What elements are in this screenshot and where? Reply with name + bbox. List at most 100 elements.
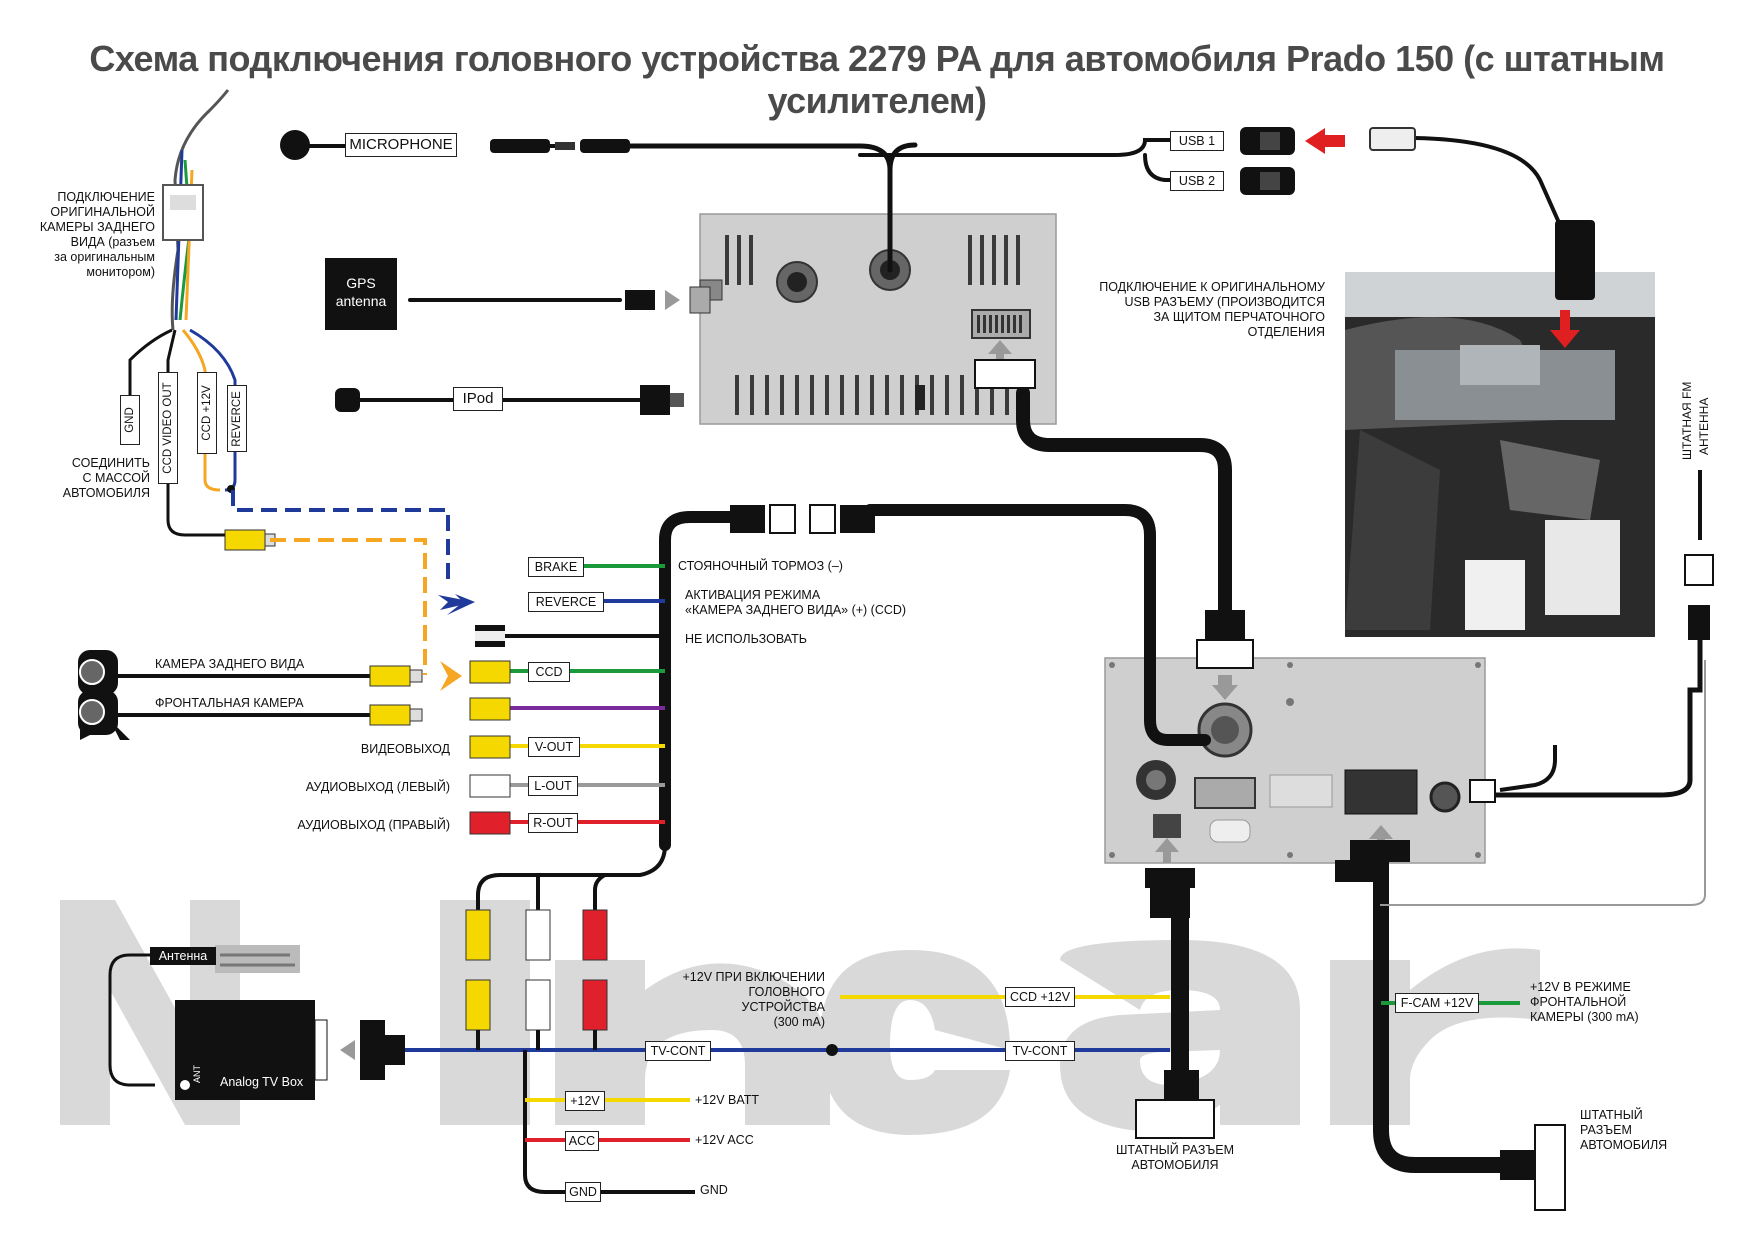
camera-note: ПОДКЛЮЧЕНИЕ ОРИГИНАЛЬНОЙ КАМЕРЫ ЗАДНЕГО …	[30, 190, 155, 280]
ccd-video-out-label: CCD VIDEO OUT	[158, 372, 178, 484]
microphone-label: MICROPHONE	[345, 133, 457, 157]
car-connector-2: ШТАТНЫЙ РАЗЪЕМ АВТОМОБИЛЯ	[1580, 1108, 1667, 1153]
watermark-letter-c	[820, 950, 1010, 1135]
camera-gnd-label: GND	[120, 395, 140, 445]
watermark-letter-r	[1330, 948, 1540, 1125]
ccd-label: CCD	[528, 662, 570, 682]
front-camera-label: ФРОНТАЛЬНАЯ КАМЕРА	[155, 696, 304, 710]
camera-icons	[78, 650, 130, 740]
car-connector-1-line: АВТОМОБИЛЯ	[1131, 1158, 1219, 1172]
fcam-desc: +12V В РЕЖИМЕ ФРОНТАЛЬНОЙ КАМЕРЫ (300 mA…	[1530, 980, 1639, 1025]
brake-label: BRAKE	[528, 557, 584, 577]
car-connector-2-line: АВТОМОБИЛЯ	[1580, 1138, 1668, 1152]
reverce-vertical-text: REVERCE	[231, 390, 243, 447]
camera-note-line: ВИДА (разъем	[70, 235, 155, 249]
watermark-letter-n	[555, 960, 830, 1125]
ccd-12v-label: CCD +12V	[197, 372, 217, 454]
ground-note-line: СОЕДИНИТЬ	[71, 456, 150, 470]
gps-antenna-box: GPS antenna	[325, 258, 397, 330]
fm-antenna-hardware	[1469, 554, 1714, 803]
fcam-desc-line: +12V В РЕЖИМЕ	[1530, 980, 1631, 994]
ccd12-desc: +12V ПРИ ВКЛЮЧЕНИИ ГОЛОВНОГО УСТРОЙСТВА …	[660, 970, 826, 1030]
fm-antenna-line1: ШТАТНАЯ FM	[1680, 381, 1694, 460]
camera-note-line: ПОДКЛЮЧЕНИЕ	[57, 190, 155, 204]
tvcont-label-left: TV-CONT	[645, 1041, 711, 1061]
acc-desc: +12V ACC	[695, 1133, 754, 1147]
page-title: Схема подключения головного устройства 2…	[89, 38, 1665, 121]
usb-note-line: ПОДКЛЮЧЕНИЕ К ОРИГИНАЛЬНОМУ	[1099, 280, 1325, 294]
usb-note-line: USB РАЗЪЕМУ (ПРОИЗВОДИТСЯ	[1124, 295, 1325, 309]
batt-desc: +12V BATT	[695, 1093, 760, 1107]
camera-plug-slot	[170, 195, 196, 210]
fcam-desc-line: КАМЕРЫ (300 mA)	[1530, 1010, 1639, 1024]
car-connector-1: ШТАТНЫЙ РАЗЪЕМ АВТОМОБИЛЯ	[1090, 1143, 1260, 1173]
audio-right-label: R-OUT	[528, 813, 578, 833]
gps-line2: antenna	[335, 293, 387, 309]
ipod-label: IPod	[453, 387, 503, 411]
tv-cont-junction	[826, 1044, 838, 1056]
rca-jacks	[224, 529, 608, 1031]
ccd-arrowhead	[440, 661, 462, 691]
ground-note: СОЕДИНИТЬ С МАССОЙ АВТОМОБИЛЯ	[40, 456, 150, 501]
tv-box-label: Analog TV Box	[220, 1075, 304, 1089]
camera-note-line: монитором)	[86, 265, 155, 279]
dashed-routes	[231, 490, 450, 675]
unused-desc: НЕ ИСПОЛЬЗОВАТЬ	[685, 632, 807, 646]
reverce-label: REVERCE	[528, 592, 604, 612]
usb-note-line: ЗА ЩИТОМ ПЕРЧАТОЧНОГО	[1153, 310, 1326, 324]
camera-note-line: за оригинальным	[54, 250, 155, 264]
fcam-desc-line: ФРОНТАЛЬНОЙ	[1530, 995, 1627, 1009]
tv-ant-text: ANT	[192, 1065, 202, 1083]
usb-note: ПОДКЛЮЧЕНИЕ К ОРИГИНАЛЬНОМУ USB РАЗЪЕМУ …	[1050, 280, 1325, 340]
car-connector-1-line: ШТАТНЫЙ РАЗЪЕМ	[1115, 1143, 1235, 1157]
top-connectors	[280, 127, 1595, 415]
ccd12-desc-line: ГОЛОВНОГО	[748, 985, 825, 999]
ground-note-line: АВТОМОБИЛЯ	[62, 486, 150, 500]
ccd-12v-text: CCD +12V	[201, 385, 213, 441]
video-out-desc: ВИДЕОВЫХОД	[360, 742, 450, 756]
reverce-desc-line1: АКТИВАЦИЯ РЕЖИМА	[685, 588, 821, 602]
camera-note-line: ОРИГИНАЛЬНОЙ	[50, 205, 155, 219]
rear-camera-label: КАМЕРА ЗАДНЕГО ВИДА	[155, 657, 305, 671]
usb2-label: USB 2	[1170, 171, 1224, 191]
audio-right-desc: АУДИОВЫХОД (ПРАВЫЙ)	[297, 818, 450, 832]
head-unit-front	[699, 213, 1057, 425]
brake-desc: СТОЯНОЧНЫЙ ТОРМОЗ (–)	[678, 559, 843, 573]
audio-left-label: L-OUT	[528, 776, 578, 796]
usb-note-line: ОТДЕЛЕНИЯ	[1247, 325, 1325, 339]
ccd12-desc-line: (300 mA)	[773, 1015, 825, 1029]
ccd12-desc-line: +12V ПРИ ВКЛЮЧЕНИИ	[682, 970, 826, 984]
gnd-desc: GND	[700, 1183, 728, 1197]
audio-left-desc: АУДИОВЫХОД (ЛЕВЫЙ)	[305, 780, 450, 794]
camera-gnd-text: GND	[124, 407, 136, 433]
batt-label: +12V	[565, 1091, 605, 1111]
video-out-label: V-OUT	[528, 737, 580, 757]
ccd12-desc-line: УСТРОЙСТВА	[741, 1000, 825, 1014]
tv-box-hardware	[108, 945, 405, 1100]
glovebox-photo	[1345, 272, 1655, 637]
head-unit-rear	[1104, 657, 1486, 864]
ccd12-label: CCD +12V	[1005, 987, 1075, 1007]
gnd-label: GND	[565, 1182, 601, 1202]
gps-line1: GPS	[346, 275, 376, 291]
reverce-desc-line2: «КАМЕРА ЗАДНЕГО ВИДА» (+) (CCD)	[685, 603, 907, 617]
car-connector-2-line: РАЗЪЕМ	[1580, 1123, 1632, 1137]
camera-note-line: КАМЕРЫ ЗАДНЕГО	[39, 220, 155, 234]
reverce-arrowhead-2	[438, 595, 474, 610]
camera-plug	[162, 184, 204, 241]
car-connector-2-line: ШТАТНЫЙ	[1580, 1108, 1643, 1122]
harness-wires	[100, 564, 667, 910]
tvcont-label-right: TV-CONT	[1005, 1041, 1075, 1061]
fcam-label: F-CAM +12V	[1395, 993, 1479, 1013]
fm-antenna-line2: АНТЕННА	[1697, 397, 1711, 455]
reverce-vertical-label: REVERCE	[227, 385, 247, 452]
usb1-label: USB 1	[1170, 131, 1224, 151]
reverce-desc: АКТИВАЦИЯ РЕЖИМА «КАМЕРА ЗАДНЕГО ВИДА» (…	[685, 588, 906, 618]
acc-label: ACC	[565, 1131, 599, 1151]
head-unit-connector	[730, 359, 1566, 1211]
ground-note-line: С МАССОЙ	[82, 471, 150, 485]
ccd-video-out-text: CCD VIDEO OUT	[162, 382, 174, 474]
tv-antenna-label: Антенна	[150, 947, 216, 965]
